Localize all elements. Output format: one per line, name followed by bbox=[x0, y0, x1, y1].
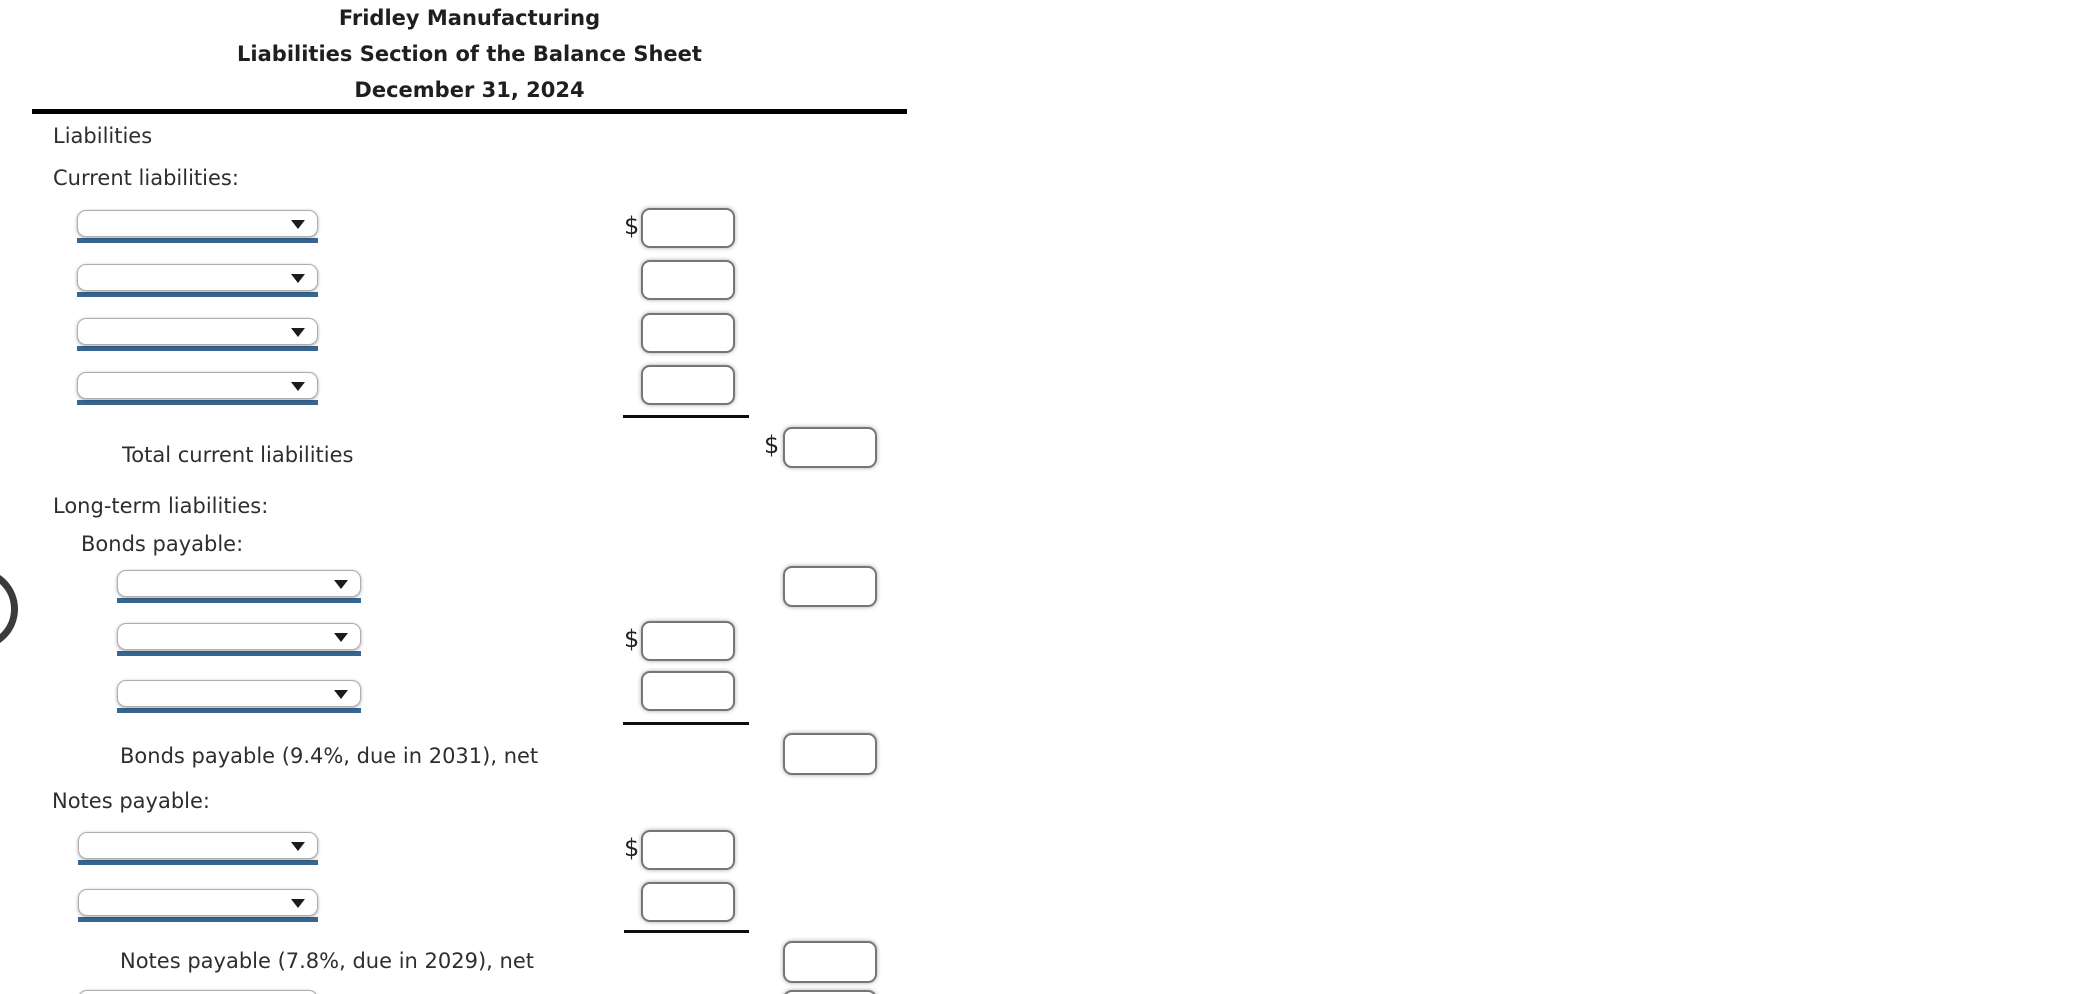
currency-symbol: $ bbox=[624, 834, 640, 862]
total-current-liabilities-label: Total current liabilities bbox=[122, 443, 354, 467]
chevron-down-icon bbox=[291, 274, 305, 283]
notes-amount-input-2[interactable] bbox=[641, 882, 735, 922]
current-sum-rule bbox=[623, 415, 749, 418]
current-amount-input-1[interactable] bbox=[641, 208, 735, 248]
current-liabilities-heading: Current liabilities: bbox=[53, 166, 239, 190]
current-account-select-1[interactable] bbox=[77, 210, 318, 243]
report-title: Liabilities Section of the Balance Sheet bbox=[237, 42, 702, 66]
select-underline bbox=[77, 238, 318, 243]
bonds-sum-rule bbox=[623, 722, 749, 725]
select-underline bbox=[117, 598, 361, 603]
current-amount-input-3[interactable] bbox=[641, 313, 735, 353]
clipped-amount-input[interactable] bbox=[783, 990, 877, 994]
long-term-liabilities-heading: Long-term liabilities: bbox=[53, 494, 269, 518]
bonds-account-select-1[interactable] bbox=[117, 570, 361, 603]
chevron-down-icon bbox=[291, 382, 305, 391]
select-underline bbox=[78, 860, 318, 865]
currency-symbol: $ bbox=[764, 431, 780, 459]
current-account-select-2[interactable] bbox=[77, 264, 318, 297]
bonds-amount-input-1[interactable] bbox=[783, 566, 877, 607]
select-underline bbox=[77, 346, 318, 351]
liabilities-heading: Liabilities bbox=[53, 124, 153, 148]
current-amount-input-2[interactable] bbox=[641, 260, 735, 300]
company-name: Fridley Manufacturing bbox=[338, 6, 601, 30]
statement-header: Fridley Manufacturing Liabilities Sectio… bbox=[32, 0, 907, 108]
chevron-down-icon bbox=[334, 690, 348, 699]
chevron-down-icon bbox=[334, 633, 348, 642]
select-underline bbox=[78, 917, 318, 922]
current-account-select-4[interactable] bbox=[77, 372, 318, 405]
currency-symbol: $ bbox=[624, 212, 640, 240]
current-account-select-3[interactable] bbox=[77, 318, 318, 351]
chevron-down-icon bbox=[291, 842, 305, 851]
bonds-amount-input-3[interactable] bbox=[641, 671, 735, 711]
notes-sum-rule bbox=[624, 930, 749, 933]
notes-account-select-1[interactable] bbox=[78, 832, 318, 865]
notes-payable-heading: Notes payable: bbox=[52, 789, 210, 813]
bonds-account-select-3[interactable] bbox=[117, 680, 361, 713]
clipped-account-select[interactable] bbox=[78, 990, 318, 994]
notes-account-select-2[interactable] bbox=[78, 889, 318, 922]
currency-symbol: $ bbox=[624, 625, 640, 653]
notes-net-input[interactable] bbox=[783, 941, 877, 983]
report-date: December 31, 2024 bbox=[354, 78, 585, 102]
select-underline bbox=[117, 651, 361, 656]
header-rule bbox=[32, 109, 907, 114]
select-underline bbox=[77, 400, 318, 405]
select-underline bbox=[77, 292, 318, 297]
bonds-net-input[interactable] bbox=[783, 733, 877, 775]
chevron-down-icon bbox=[291, 328, 305, 337]
partial-circle-button[interactable] bbox=[0, 568, 18, 650]
notes-amount-input-1[interactable] bbox=[641, 830, 735, 870]
chevron-down-icon bbox=[291, 220, 305, 229]
chevron-down-icon bbox=[291, 899, 305, 908]
bonds-payable-heading: Bonds payable: bbox=[81, 532, 244, 556]
chevron-down-icon bbox=[334, 580, 348, 589]
bonds-amount-input-2[interactable] bbox=[641, 621, 735, 661]
bonds-payable-net-label: Bonds payable (9.4%, due in 2031), net bbox=[120, 744, 539, 768]
current-amount-input-4[interactable] bbox=[641, 365, 735, 405]
total-current-liabilities-input[interactable] bbox=[783, 427, 877, 468]
notes-payable-net-label: Notes payable (7.8%, due in 2029), net bbox=[120, 949, 534, 973]
select-underline bbox=[117, 708, 361, 713]
bonds-account-select-2[interactable] bbox=[117, 623, 361, 656]
